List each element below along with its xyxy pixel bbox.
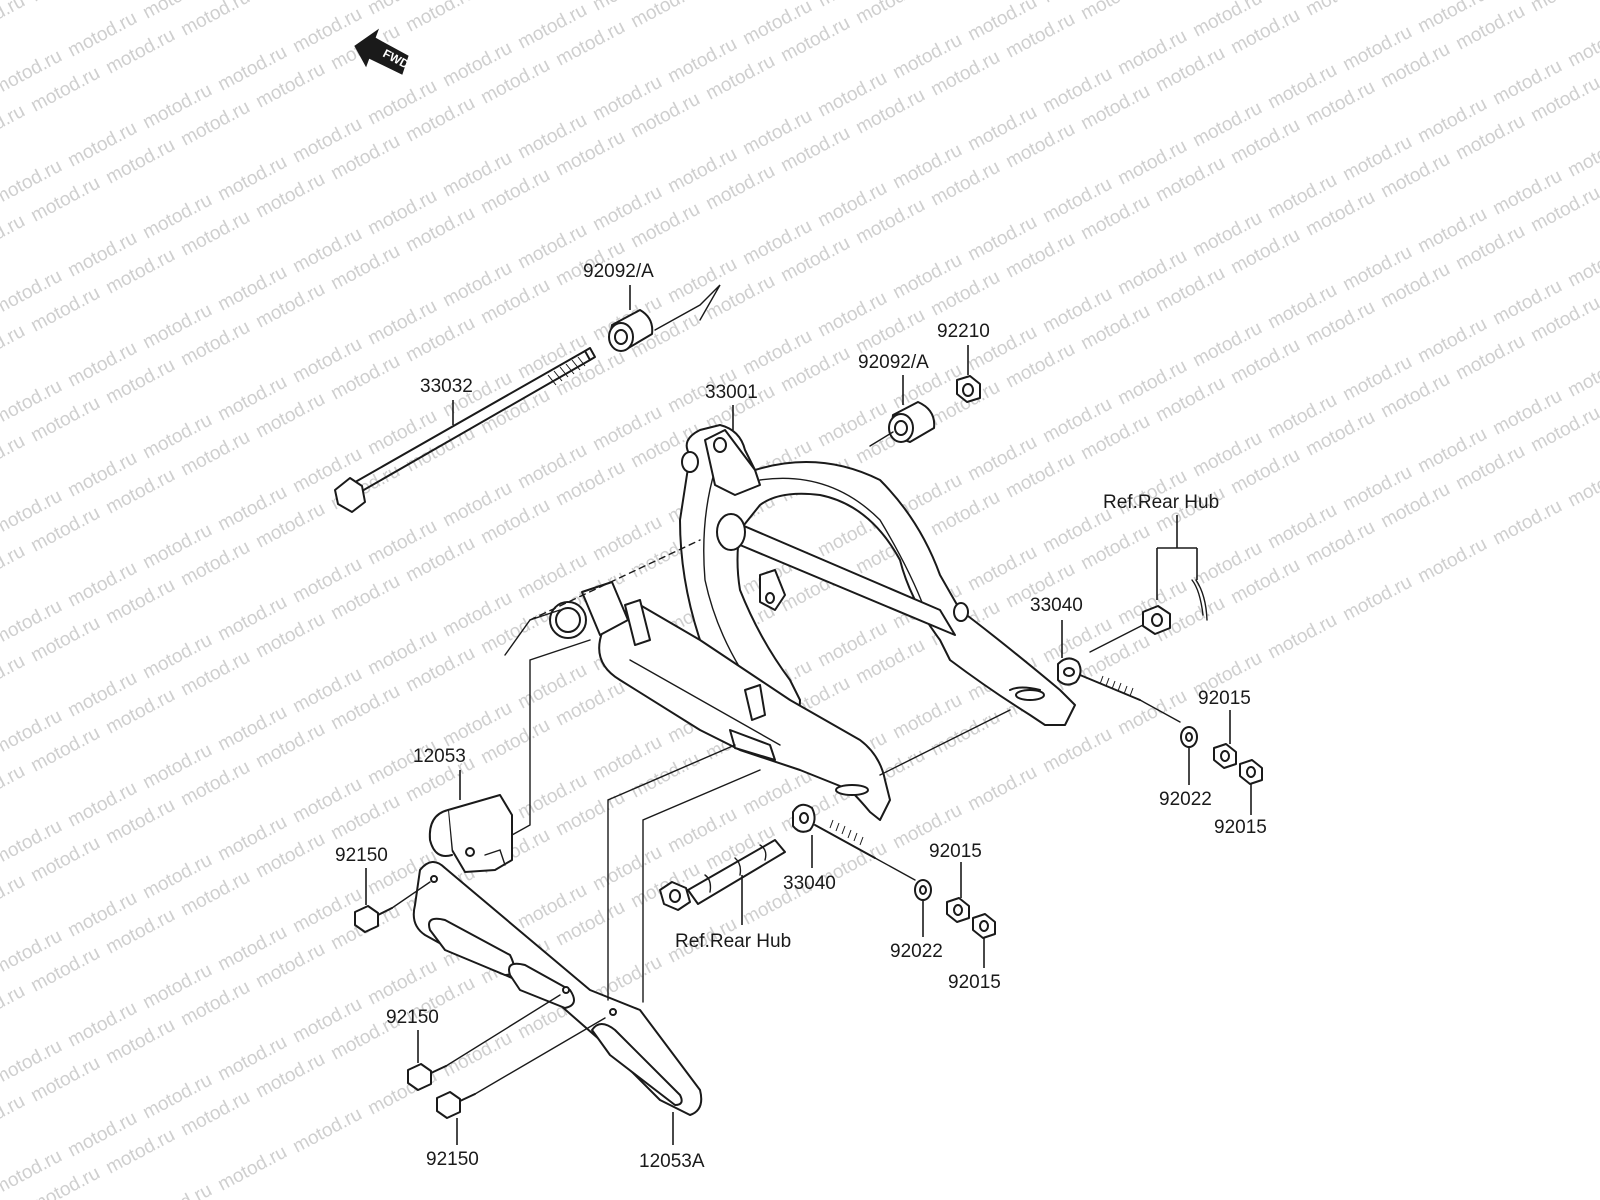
- watermark-text: motod.ru: [1264, 610, 1340, 664]
- watermark-text: motod.ru: [1564, 128, 1600, 182]
- pivot-shaft: [334, 347, 596, 513]
- bolt-left-top: [354, 905, 393, 933]
- label-92022-center: 92022: [890, 941, 943, 962]
- label-92022-right: 92022: [1159, 789, 1212, 810]
- watermark-text: motod.ru: [177, 0, 253, 40]
- label-92150-bottom: 92150: [426, 1149, 479, 1170]
- label-33001: 33001: [705, 382, 758, 403]
- watermark-text: motod.ru: [0, 211, 29, 265]
- watermark-text: motod.ru: [1564, 458, 1600, 512]
- label-92150-middle: 92150: [386, 1007, 439, 1028]
- watermark-text: motod.ru: [402, 0, 478, 36]
- label-92015-center-top: 92015: [929, 841, 982, 862]
- label-12053: 12053: [413, 746, 466, 767]
- label-92015-right-bottom: 92015: [1214, 817, 1267, 838]
- watermark-text: motod.ru: [139, 1180, 215, 1200]
- bushing-top: [608, 309, 654, 352]
- label-92092a-right: 92092/A: [858, 352, 929, 373]
- bolt-left-middle: [407, 1063, 447, 1091]
- label-12053a: 12053A: [639, 1151, 705, 1172]
- watermark-text: motod.ru: [252, 0, 328, 2]
- watermark-text: motod.ru: [0, 651, 29, 705]
- pivot-nut: [956, 375, 981, 403]
- label-92150-top: 92150: [335, 845, 388, 866]
- watermark-text: motod.ru: [0, 871, 29, 925]
- washer-center: [914, 879, 932, 901]
- chain-guide: [412, 861, 703, 1116]
- watermark-text: motod.ru: [289, 1104, 365, 1158]
- cotter-pin-icon: [1191, 579, 1208, 621]
- watermark-text: motod.ru: [1564, 348, 1600, 402]
- washer-right: [1180, 726, 1198, 748]
- watermark-text: motod.ru: [0, 101, 29, 155]
- rear-axle: [659, 839, 786, 911]
- label-33040-center: 33040: [783, 873, 836, 894]
- nut-center-2: [972, 913, 996, 939]
- watermark-text: motod.ru: [0, 981, 29, 1035]
- label-92210: 92210: [937, 321, 990, 342]
- watermark-text: motod.ru: [1339, 572, 1415, 626]
- watermark-text: motod.ru: [0, 431, 29, 485]
- chain-adjuster-right: [1057, 657, 1141, 701]
- watermark-text: motod.ru: [1077, 0, 1153, 24]
- watermark-text: motod.ru: [0, 1091, 29, 1145]
- watermark-text: motod.ru: [1564, 18, 1600, 72]
- chain-adjuster-center: [792, 803, 876, 859]
- watermark-text: motod.ru: [214, 1142, 290, 1196]
- label-92092a-top: 92092/A: [583, 261, 654, 282]
- watermark-text: motod.ru: [0, 321, 29, 375]
- watermark-text: motod.ru: [1302, 0, 1378, 20]
- chain-guide-block: [428, 794, 513, 873]
- label-92015-right-top: 92015: [1198, 688, 1251, 709]
- swingarm: [549, 424, 1076, 821]
- watermark-text: motod.ru: [1564, 238, 1600, 292]
- label-92015-center-bottom: 92015: [948, 972, 1001, 993]
- nut-center-1: [946, 897, 970, 923]
- watermark-text: motod.ru: [1039, 724, 1115, 778]
- label-ref-rear-hub-top: Ref.Rear Hub: [1103, 492, 1219, 513]
- watermark-text: motod.ru: [1527, 0, 1600, 16]
- label-33032: 33032: [420, 376, 473, 397]
- watermark-text: motod.ru: [964, 762, 1040, 816]
- castle-nut: [1142, 605, 1171, 635]
- watermark-text: motod.ru: [1414, 534, 1490, 588]
- watermark-text: motod.ru: [0, 761, 29, 815]
- watermark-text: motod.ru: [852, 0, 928, 28]
- label-33040-right: 33040: [1030, 595, 1083, 616]
- watermark-text: motod.ru: [27, 0, 103, 6]
- watermark-text: motod.ru: [0, 541, 29, 595]
- bolt-left-bottom: [436, 1091, 476, 1119]
- label-ref-rear-hub-center: Ref.Rear Hub: [675, 931, 791, 952]
- nut-right-1: [1213, 743, 1237, 769]
- nut-right-2: [1239, 759, 1263, 785]
- watermark-text: motod.ru: [1489, 496, 1565, 550]
- watermark-text: motod.ru: [0, 0, 29, 44]
- bushing-right: [888, 401, 936, 443]
- watermark-text: motod.ru: [439, 1028, 515, 1082]
- watermark-text: motod.ru: [627, 0, 703, 32]
